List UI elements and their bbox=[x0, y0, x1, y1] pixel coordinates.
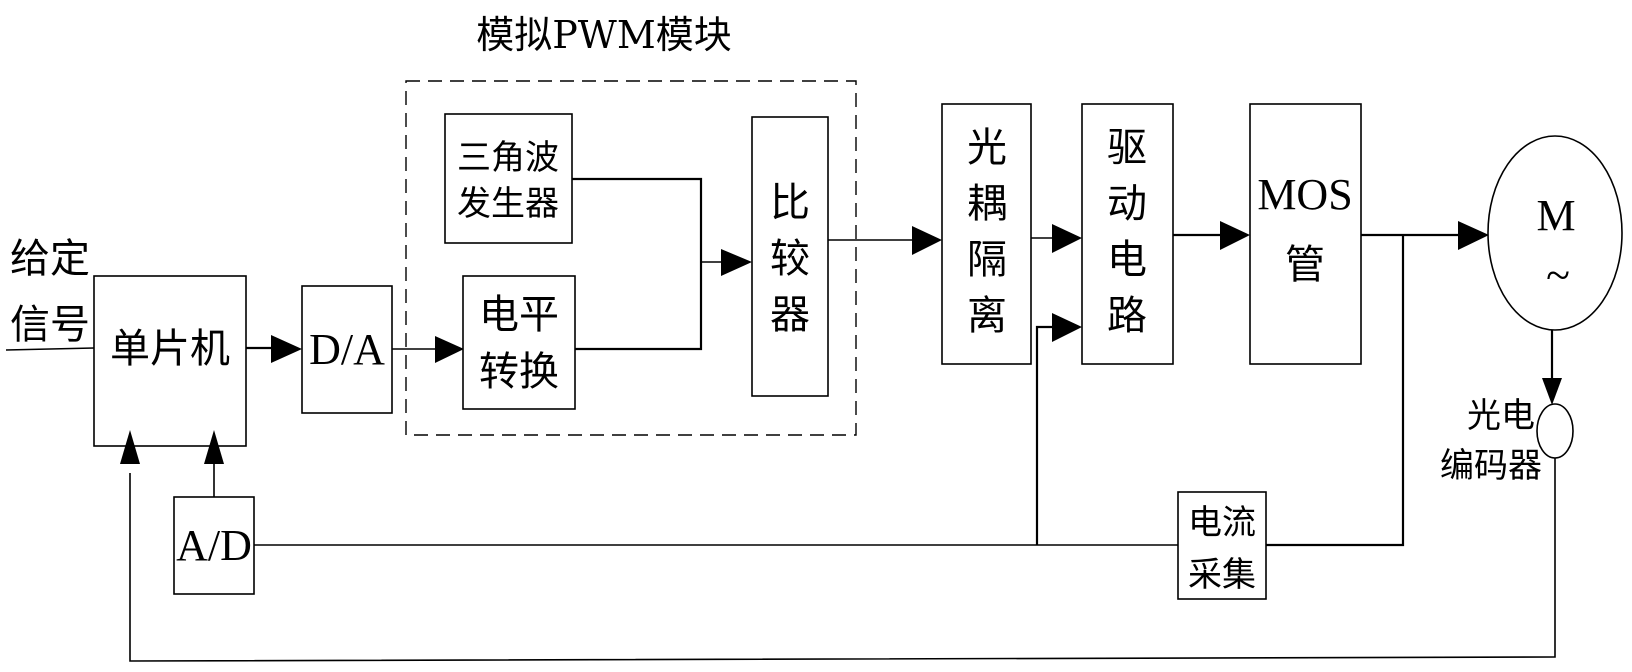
arrow-to-optocoupler bbox=[912, 226, 942, 255]
da-label: D/A bbox=[309, 325, 385, 374]
current-sense-block: 电流 采集 bbox=[1177, 491, 1267, 600]
mcu-label: 单片机 bbox=[110, 326, 230, 372]
pwm-module-boundary bbox=[405, 80, 857, 436]
arrow-to-motor bbox=[1458, 221, 1489, 250]
da-block: D/A bbox=[301, 285, 393, 414]
driver-label-4: 路 bbox=[1107, 293, 1147, 339]
arrow-to-da bbox=[271, 335, 302, 363]
motor-label-m: M bbox=[1536, 191, 1575, 240]
input-signal: 给定 信号 bbox=[5, 236, 95, 351]
driver-label-1: 驱 bbox=[1107, 125, 1147, 171]
opto-label-4: 离 bbox=[967, 293, 1007, 339]
arrow-to-level-shift bbox=[435, 336, 464, 363]
input-label-line1: 给定 bbox=[10, 236, 90, 282]
comparator-block: 比 较 器 bbox=[751, 116, 829, 397]
motor-label-tilde: ~ bbox=[1546, 251, 1570, 300]
current-sense-label-line2: 采集 bbox=[1188, 555, 1256, 595]
triangle-gen-label-line1: 三角波 bbox=[457, 138, 559, 178]
comparator-label-1: 比 bbox=[770, 180, 810, 226]
level-shift-block: 电平 转换 bbox=[462, 275, 576, 410]
level-shift-label-line1: 电平 bbox=[479, 292, 559, 338]
wire-current-to-driver bbox=[1035, 325, 1056, 545]
arrow-ad-to-mcu bbox=[204, 430, 224, 464]
mos-label-2: 管 bbox=[1285, 242, 1325, 288]
arrow-to-driver bbox=[1052, 224, 1082, 253]
optocoupler-block: 光 耦 隔 离 bbox=[941, 103, 1032, 365]
comparator-label-2: 较 bbox=[770, 236, 810, 282]
opto-label-2: 耦 bbox=[967, 181, 1007, 227]
driver-label-3: 电 bbox=[1107, 237, 1147, 283]
comparator-label-3: 器 bbox=[770, 292, 810, 338]
input-label-line2: 信号 bbox=[10, 302, 90, 348]
wire-mos-to-current-sense bbox=[1291, 235, 1405, 547]
arrow-encoder-to-mcu bbox=[120, 430, 140, 464]
arrow-to-mos bbox=[1220, 221, 1250, 250]
arrow-to-encoder bbox=[1542, 378, 1562, 405]
driver-label-2: 动 bbox=[1107, 181, 1147, 227]
current-sense-label-line1: 电流 bbox=[1188, 503, 1256, 543]
encoder-label-line2: 编码器 bbox=[1440, 446, 1542, 486]
level-shift-label-line2: 转换 bbox=[479, 349, 559, 395]
mos-label-1: MOS bbox=[1257, 170, 1352, 219]
arrow-current-to-driver bbox=[1052, 313, 1082, 342]
photoelectric-encoder: 光电 编码器 bbox=[1440, 396, 1574, 486]
ad-block: A/D bbox=[173, 496, 255, 595]
opto-label-1: 光 bbox=[967, 125, 1007, 171]
mos-block: MOS 管 bbox=[1249, 103, 1362, 365]
encoder-label-line1: 光电 bbox=[1467, 396, 1535, 436]
arrow-to-comparator bbox=[721, 249, 752, 276]
mcu-block: 单片机 bbox=[93, 275, 247, 447]
pwm-module-title: 模拟PWM模块 bbox=[476, 13, 732, 57]
triangle-wave-generator-block: 三角波 发生器 bbox=[444, 113, 573, 244]
input-signal-line bbox=[5, 347, 95, 351]
motor-symbol: M ~ bbox=[1487, 135, 1623, 331]
triangle-gen-label-line2: 发生器 bbox=[457, 184, 559, 224]
driver-circuit-block: 驱 动 电 路 bbox=[1081, 103, 1174, 365]
ad-label: A/D bbox=[176, 521, 252, 570]
opto-label-3: 隔 bbox=[967, 237, 1007, 283]
wire-generators-merge bbox=[572, 177, 703, 351]
wire-encoder-feedback bbox=[129, 458, 1556, 662]
